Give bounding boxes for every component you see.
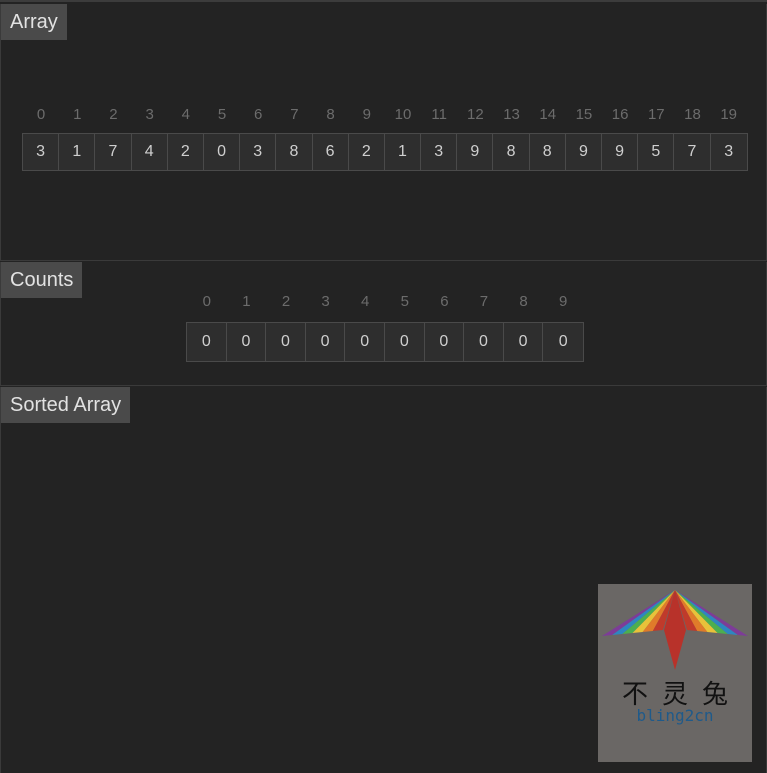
watermark-chinese-text: 不灵兔 bbox=[621, 680, 742, 710]
array-index-label: 16 bbox=[611, 106, 629, 123]
array-index-label: 15 bbox=[575, 106, 593, 123]
counts-index-label: 5 bbox=[400, 293, 409, 310]
array-cell: 3 bbox=[724, 143, 734, 160]
array-index-label: 1 bbox=[73, 106, 82, 123]
array-cell: 3 bbox=[421, 134, 458, 170]
watermark-logo: 不灵兔 bling2cn bbox=[598, 584, 752, 762]
array-index-label: 11 bbox=[431, 106, 447, 123]
sorted-array-panel-label: Sorted Array bbox=[1, 387, 131, 423]
array-index-label: 6 bbox=[254, 106, 263, 123]
counts-index-label: 1 bbox=[242, 293, 251, 310]
counts-index-row: 0 1 2 3 4 5 6 7 8 9 bbox=[187, 292, 583, 312]
counts-index-label: 9 bbox=[558, 293, 568, 310]
kite-wedge bbox=[675, 590, 748, 636]
counts-cell: 0 bbox=[425, 323, 465, 361]
array-cell: 5 bbox=[638, 134, 675, 170]
counts-cell: 0 bbox=[187, 323, 227, 361]
array-cell: 9 bbox=[602, 134, 639, 170]
counts-index-label: 8 bbox=[519, 293, 528, 310]
array-cell: 3 bbox=[240, 134, 277, 170]
array-cell: 2 bbox=[349, 134, 385, 170]
array-cell: 8 bbox=[530, 134, 566, 170]
kite-body bbox=[664, 590, 686, 670]
array-cell: 9 bbox=[566, 134, 602, 170]
array-index-label: 0 bbox=[36, 106, 46, 123]
counts-cell: 0 bbox=[306, 323, 346, 361]
array-index-label: 17 bbox=[647, 106, 665, 123]
kite-wedge bbox=[612, 590, 675, 635]
counts-cell: 0 bbox=[266, 323, 306, 361]
array-index-label: 4 bbox=[181, 106, 191, 123]
array-index-label: 7 bbox=[290, 106, 299, 123]
array-index-label: 9 bbox=[362, 106, 371, 123]
array-cell: 1 bbox=[385, 134, 422, 170]
counts-index-label: 7 bbox=[479, 293, 489, 310]
counts-cell: 0 bbox=[464, 323, 504, 361]
sorted-array-panel: Sorted Array bbox=[0, 387, 767, 773]
array-index-label: 2 bbox=[109, 106, 118, 123]
array-index-label: 8 bbox=[326, 106, 335, 123]
array-index-label: 5 bbox=[217, 106, 227, 123]
array-cell: 8 bbox=[493, 134, 530, 170]
array-cell: 7 bbox=[95, 134, 132, 170]
counts-index-label: 2 bbox=[281, 293, 291, 310]
array-cell: 0 bbox=[204, 134, 241, 170]
array-cell: 3 bbox=[23, 134, 60, 170]
array-cell: 6 bbox=[313, 134, 349, 170]
array-index-label: 3 bbox=[145, 106, 154, 123]
counts-cell: 0 bbox=[345, 323, 385, 361]
kite-wedge bbox=[652, 590, 675, 631]
array-panel-label: Array bbox=[1, 4, 67, 40]
kite-wedge bbox=[675, 590, 708, 632]
kite-wedge bbox=[602, 590, 675, 636]
array-cell: 7 bbox=[674, 134, 711, 170]
array-index-label: 18 bbox=[684, 106, 701, 123]
counts-cell: 0 bbox=[227, 323, 267, 361]
array-index-label: 19 bbox=[720, 106, 737, 123]
array-cell: 1 bbox=[59, 134, 96, 170]
counts-cell: 0 bbox=[558, 333, 568, 350]
counts-cell: 0 bbox=[504, 323, 544, 361]
counts-index-label: 6 bbox=[440, 293, 449, 310]
kite-wedge bbox=[675, 590, 698, 631]
array-index-label: 10 bbox=[394, 106, 412, 123]
counts-index-label: 3 bbox=[321, 293, 330, 310]
counts-index-label: 4 bbox=[361, 293, 370, 310]
counts-cell: 0 bbox=[385, 323, 425, 361]
kite-wedge bbox=[632, 590, 675, 633]
array-cell: 9 bbox=[457, 134, 494, 170]
array-index-label: 14 bbox=[539, 106, 557, 123]
counts-index-label: 0 bbox=[202, 293, 211, 310]
kite-wedge bbox=[675, 590, 718, 633]
array-cell: 2 bbox=[168, 134, 204, 170]
counts-panel-label: Counts bbox=[1, 262, 83, 298]
kite-icon bbox=[602, 590, 748, 670]
array-cell: 4 bbox=[132, 134, 168, 170]
watermark-latin-text: bling2cn bbox=[636, 706, 714, 725]
array-cell: 8 bbox=[276, 134, 313, 170]
array-index-label: 12 bbox=[467, 106, 484, 123]
array-index-label: 13 bbox=[503, 106, 520, 123]
